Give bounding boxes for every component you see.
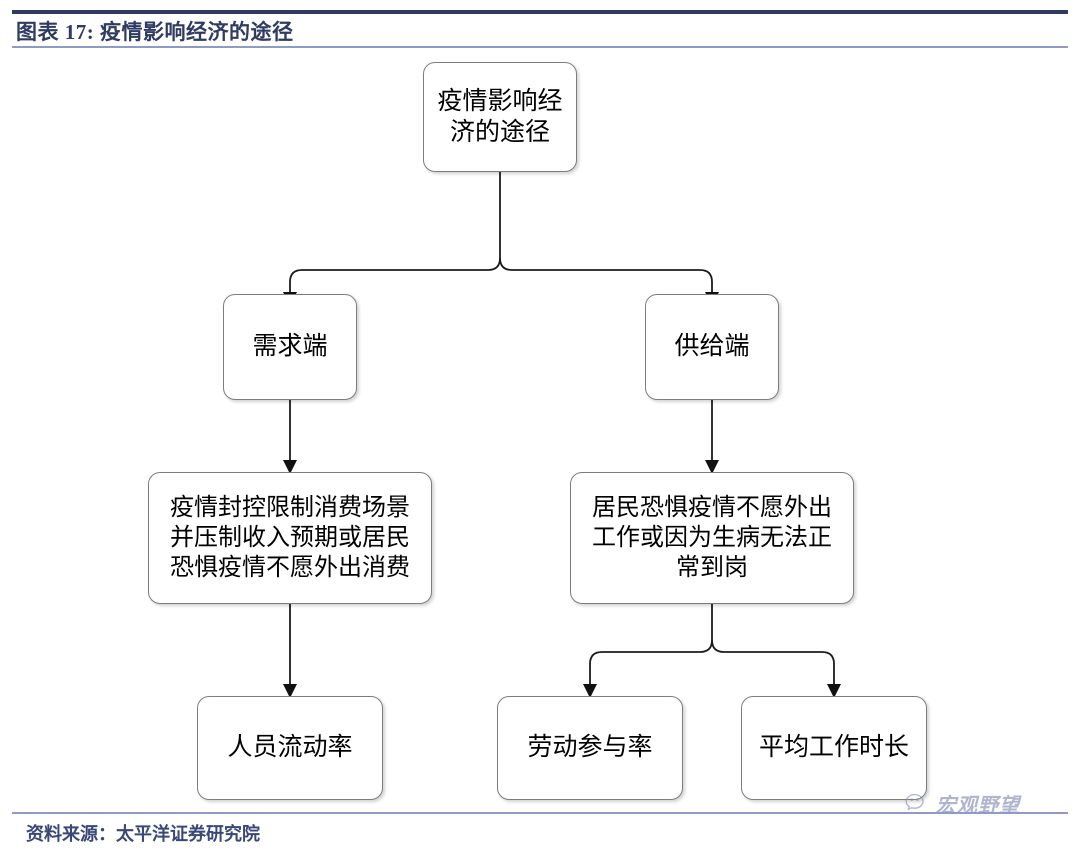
node-demand-detail-label: 疫情封控限制消费场景 并压制收入预期或居民 恐惧疫情不愿外出消费 [170, 494, 410, 581]
node-labor-participation-rate[interactable]: 劳动参与率 [497, 696, 683, 800]
node-demand-detail[interactable]: 疫情封控限制消费场景 并压制收入预期或居民 恐惧疫情不愿外出消费 [148, 472, 432, 604]
node-supply-label: 供给端 [674, 332, 750, 361]
page-title: 图表 17: 疫情影响经济的途径 [16, 20, 294, 44]
edge-root-to-demand [289, 257, 501, 294]
header-rule-bottom [12, 46, 1068, 48]
node-root-label: 疫情影响经 济的途径 [437, 86, 563, 146]
node-mobility-rate[interactable]: 人员流动率 [197, 696, 383, 800]
footer-rule [12, 812, 1068, 814]
node-mobility-rate-label: 人员流动率 [227, 733, 353, 762]
edge-detail-to-hours [711, 639, 835, 686]
edge-root-to-supply [499, 257, 713, 294]
node-labor-participation-rate-label: 劳动参与率 [527, 733, 653, 762]
node-supply-detail-label: 居民恐惧疫情不愿外出 工作或因为生病无法正 常到岗 [592, 494, 832, 581]
node-demand-label: 需求端 [252, 332, 328, 361]
source-note: 资料来源：太平洋证券研究院 [26, 824, 260, 844]
node-average-working-hours-label: 平均工作时长 [758, 733, 909, 762]
edge-detail-to-participation [589, 639, 713, 686]
node-average-working-hours[interactable]: 平均工作时长 [741, 696, 927, 800]
header-rule-top [12, 10, 1068, 14]
node-demand[interactable]: 需求端 [223, 294, 357, 400]
node-root[interactable]: 疫情影响经 济的途径 [423, 62, 577, 172]
node-supply-detail[interactable]: 居民恐惧疫情不愿外出 工作或因为生病无法正 常到岗 [570, 472, 854, 604]
node-supply[interactable]: 供给端 [645, 294, 779, 400]
